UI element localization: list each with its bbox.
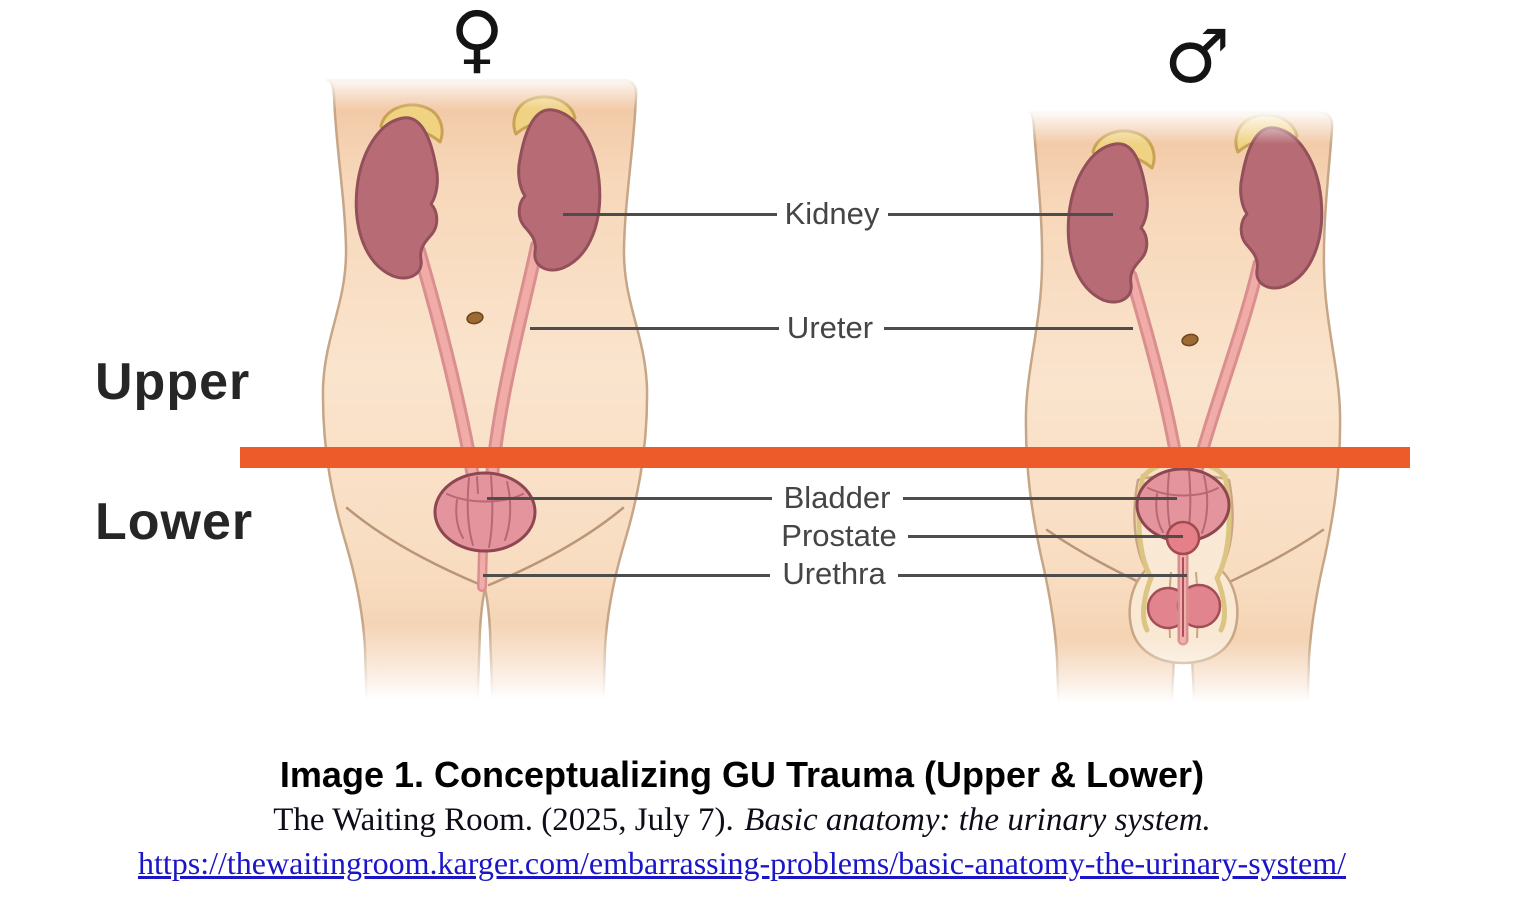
female-urethra <box>477 543 488 592</box>
upper-lower-divider-bar <box>240 447 1410 468</box>
source-url-link[interactable]: https://thewaitingroom.karger.com/embarr… <box>138 845 1346 881</box>
ureter-leader-line-right <box>884 327 1133 330</box>
male-symbol-icon: ♂ <box>1163 14 1231 100</box>
female-bladder <box>433 471 537 553</box>
prostate-label: Prostate <box>781 518 897 553</box>
kidney-leader-line-left <box>563 213 777 216</box>
male-navel <box>1181 333 1199 347</box>
ureter-leader-line-left <box>530 327 779 330</box>
bladder-leader-line-right <box>903 497 1177 500</box>
female-figure-illustration <box>285 76 665 718</box>
caption-title: Image 1. Conceptualizing GU Trauma (Uppe… <box>279 754 1205 795</box>
ureter-label: Ureter <box>786 310 874 345</box>
bladder-label: Bladder <box>783 480 891 515</box>
prostate-leader-line-right <box>908 535 1183 538</box>
lower-region-label: Lower <box>95 493 254 551</box>
male-figure-illustration <box>983 110 1368 718</box>
citation-source-text: The Waiting Room. (2025, July 7). <box>273 802 734 838</box>
upper-region-label: Upper <box>95 353 251 411</box>
female-symbol-icon: ♀ <box>449 0 505 82</box>
urethra-leader-line-right <box>898 574 1187 577</box>
citation-work-title: Basic anatomy: the urinary system. <box>744 802 1211 838</box>
kidney-leader-line-right <box>888 213 1113 216</box>
male-prostate <box>1165 520 1201 556</box>
female-navel <box>466 311 484 325</box>
urethra-label: Urethra <box>782 556 886 591</box>
kidney-label: Kidney <box>784 196 880 231</box>
bladder-leader-line-left <box>487 497 772 500</box>
female-kidneys <box>354 108 602 280</box>
caption-block: Image 1. Conceptualizing GU Trauma (Uppe… <box>0 752 1484 884</box>
urethra-leader-line-left <box>483 574 770 577</box>
caption-citation: The Waiting Room. (2025, July 7). Basic a… <box>0 798 1484 842</box>
